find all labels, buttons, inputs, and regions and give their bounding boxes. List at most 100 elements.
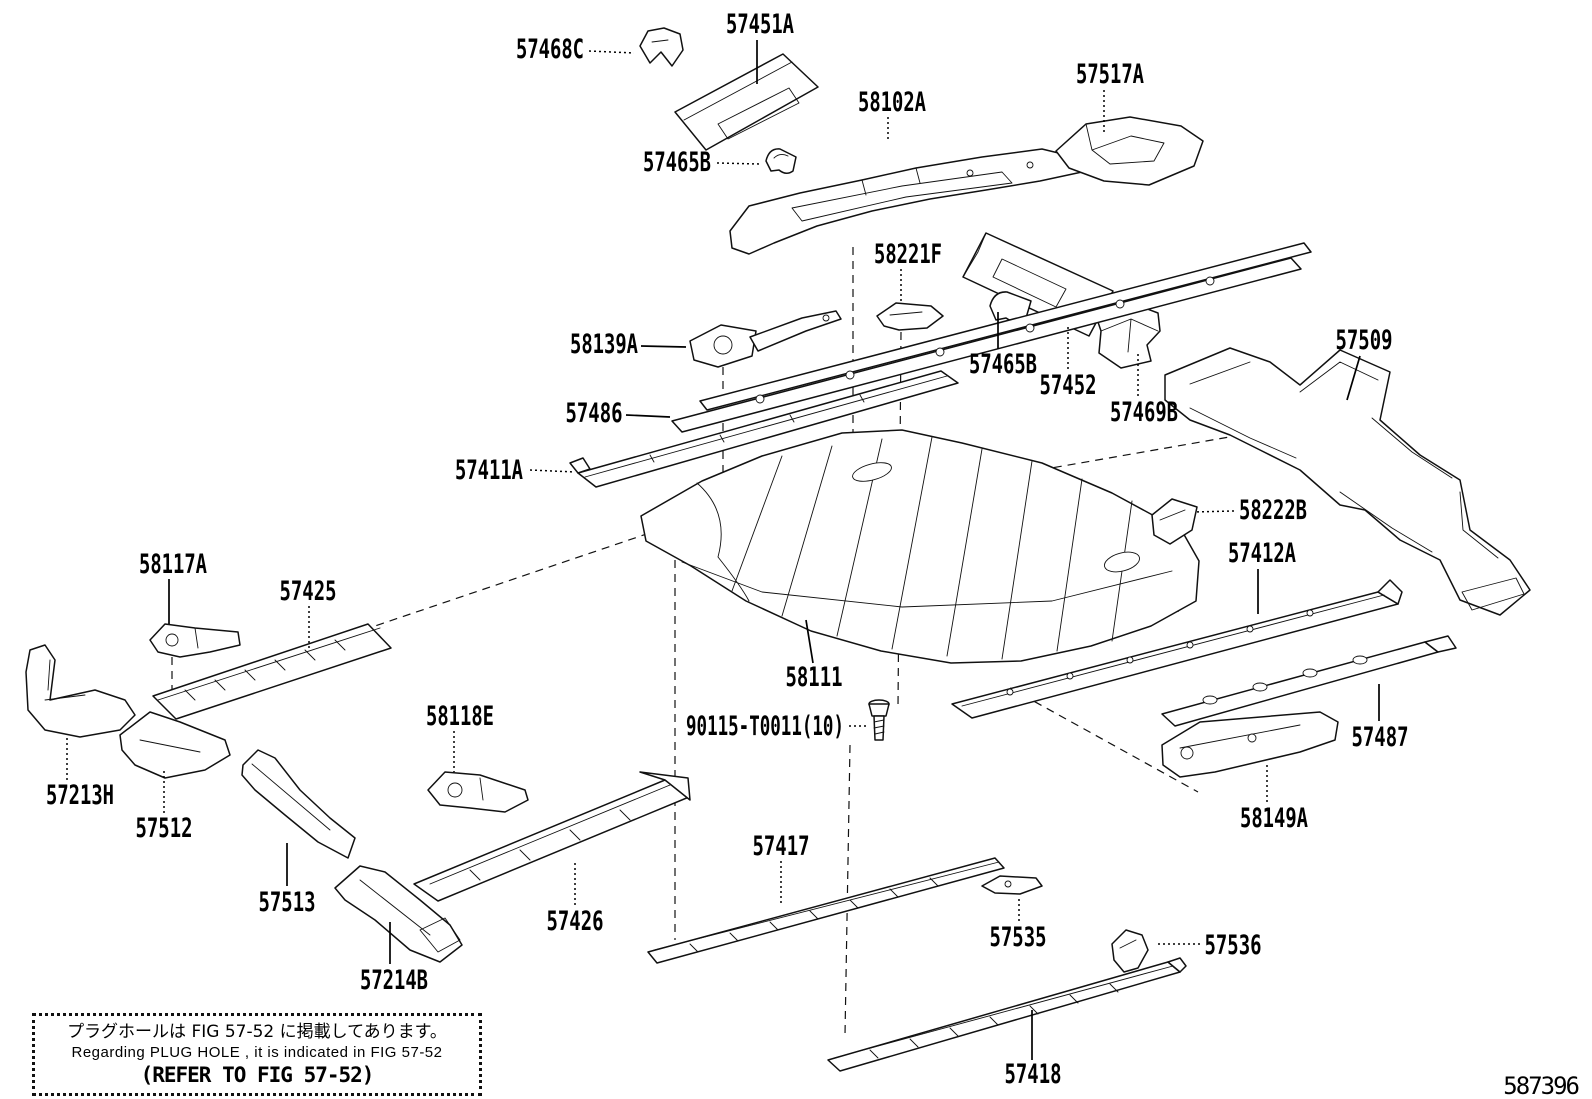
part-number-57536[interactable]: 57536: [1205, 930, 1262, 961]
part-number-57412A[interactable]: 57412A: [1228, 538, 1296, 569]
part-shape-57412A: [951, 579, 1403, 719]
part-number-58222B[interactable]: 58222B: [1239, 495, 1307, 526]
part-callout-57465B-a: 57465B: [643, 147, 761, 178]
leader-line-58139A: [640, 345, 687, 348]
part-shape-57418: [827, 957, 1187, 1072]
note-line-japanese: プラグホールは FIG 57-52 に掲載してあります。: [67, 1022, 447, 1042]
part-callout-58118E: 58118E: [426, 701, 494, 772]
part-shape-58102A: [729, 148, 1083, 255]
part-shape-58139A: [689, 310, 842, 368]
part-callout-57487: 57487: [1352, 684, 1409, 753]
part-number-58118E[interactable]: 58118E: [426, 701, 494, 732]
part-callout-58139A: 58139A: [570, 329, 687, 360]
part-number-58221F[interactable]: 58221F: [874, 239, 942, 270]
leader-line-57465B-a: [716, 162, 761, 165]
part-number-57517A[interactable]: 57517A: [1076, 59, 1144, 90]
part-callout-57512: 57512: [136, 770, 193, 844]
part-shape-57465B-a: [765, 148, 797, 174]
part-callout-90115-T0011: 90115-T0011(10): [686, 711, 866, 742]
leader-line-57486: [625, 414, 671, 418]
part-callout-58221F: 58221F: [874, 239, 942, 303]
part-shape-57513: [241, 749, 356, 859]
part-number-57535[interactable]: 57535: [990, 922, 1047, 953]
part-number-58149A[interactable]: 58149A: [1240, 803, 1308, 834]
part-shape-57213H: [25, 644, 136, 738]
leader-line-58222B: [1193, 510, 1235, 513]
part-shape-57536: [1111, 929, 1149, 973]
leader-line-58111: [805, 619, 814, 664]
part-callout-57536: 57536: [1156, 930, 1262, 961]
part-number-57425[interactable]: 57425: [280, 576, 337, 607]
part-callout-57468C: 57468C: [516, 34, 635, 65]
part-callout-57412A: 57412A: [1228, 538, 1296, 614]
part-shape-58221F: [876, 302, 944, 331]
part-number-57418[interactable]: 57418: [1005, 1059, 1062, 1090]
note-line-english: Regarding PLUG HOLE , it is indicated in…: [71, 1044, 443, 1061]
part-number-57513[interactable]: 57513: [259, 887, 316, 918]
part-callout-57509: 57509: [1336, 325, 1393, 401]
part-number-57411A[interactable]: 57411A: [455, 455, 523, 486]
part-number-58139A[interactable]: 58139A: [570, 329, 638, 360]
leader-line-57509: [1346, 355, 1361, 401]
part-shape-57426: [413, 771, 691, 902]
part-callout-57535: 57535: [990, 896, 1047, 953]
part-callout-57411A: 57411A: [455, 455, 576, 486]
part-number-57509[interactable]: 57509: [1336, 325, 1393, 356]
callouts-layer: 57468C 57451A 58102A 57517A 57465B 58221F 5813…: [46, 9, 1409, 1090]
part-shape-57451A: [674, 53, 819, 151]
note-line-reference: (REFER TO FIG 57-52): [140, 1063, 375, 1087]
part-number-58102A[interactable]: 58102A: [858, 87, 926, 118]
part-callout-57451A: 57451A: [726, 9, 794, 84]
part-number-57468C[interactable]: 57468C: [516, 34, 584, 65]
part-number-57487[interactable]: 57487: [1352, 722, 1409, 753]
part-shape-57512: [119, 711, 231, 779]
figure-number: 587396: [1503, 1072, 1580, 1099]
part-number-58117A[interactable]: 58117A: [139, 549, 207, 580]
part-callout-58117A: 58117A: [139, 549, 207, 624]
part-callout-57517A: 57517A: [1076, 59, 1144, 133]
part-shape-58149A: [1161, 711, 1339, 778]
screw-icon: [868, 699, 890, 741]
part-callout-57426: 57426: [547, 861, 604, 937]
part-callout-57214B: 57214B: [360, 922, 428, 996]
part-shape-57487: [1161, 635, 1457, 727]
part-number-57426[interactable]: 57426: [547, 906, 604, 937]
part-number-57452[interactable]: 57452: [1040, 370, 1097, 401]
part-number-57214B[interactable]: 57214B: [360, 965, 428, 996]
part-callout-58102A: 58102A: [858, 87, 926, 142]
leader-line-57468C: [588, 50, 635, 54]
part-callout-58111: 58111: [786, 619, 843, 693]
part-number-57417[interactable]: 57417: [753, 831, 810, 862]
part-callout-57486: 57486: [566, 398, 671, 429]
part-callout-57418: 57418: [1005, 1010, 1062, 1090]
part-number-57465B-b[interactable]: 57465B: [969, 349, 1037, 380]
part-callout-58149A: 58149A: [1240, 764, 1308, 834]
part-shape-57517A: [1055, 116, 1204, 186]
part-callout-57452: 57452: [1040, 327, 1097, 401]
part-callout-57465B-b: 57465B: [969, 312, 1037, 380]
part-shape-57486: [671, 242, 1312, 433]
plug-hole-note-box: プラグホールは FIG 57-52 に掲載してあります。 Regarding P…: [32, 1013, 482, 1096]
part-number-57512[interactable]: 57512: [136, 813, 193, 844]
part-shape-57411A: [569, 370, 959, 488]
leader-line-57411A: [529, 469, 576, 473]
part-shape-57214B: [334, 865, 463, 963]
part-number-90115-T0011[interactable]: 90115-T0011(10): [686, 711, 844, 742]
part-shape-58118E: [427, 771, 529, 813]
part-shape-57417: [647, 857, 1005, 964]
part-shape-57468C: [639, 27, 684, 67]
part-shape-57535: [981, 875, 1043, 895]
part-number-57469B[interactable]: 57469B: [1110, 397, 1178, 428]
part-number-57213H[interactable]: 57213H: [46, 780, 114, 811]
part-number-57486[interactable]: 57486: [566, 398, 623, 429]
part-number-57451A[interactable]: 57451A: [726, 9, 794, 40]
part-callout-58222B: 58222B: [1193, 495, 1307, 526]
part-number-58111[interactable]: 58111: [786, 662, 843, 693]
part-shape-57509: [1164, 347, 1531, 616]
part-callout-57469B: 57469B: [1110, 353, 1178, 428]
part-callout-57417: 57417: [753, 831, 810, 905]
part-number-57465B-a[interactable]: 57465B: [643, 147, 711, 178]
part-shape-58117A: [149, 623, 241, 658]
